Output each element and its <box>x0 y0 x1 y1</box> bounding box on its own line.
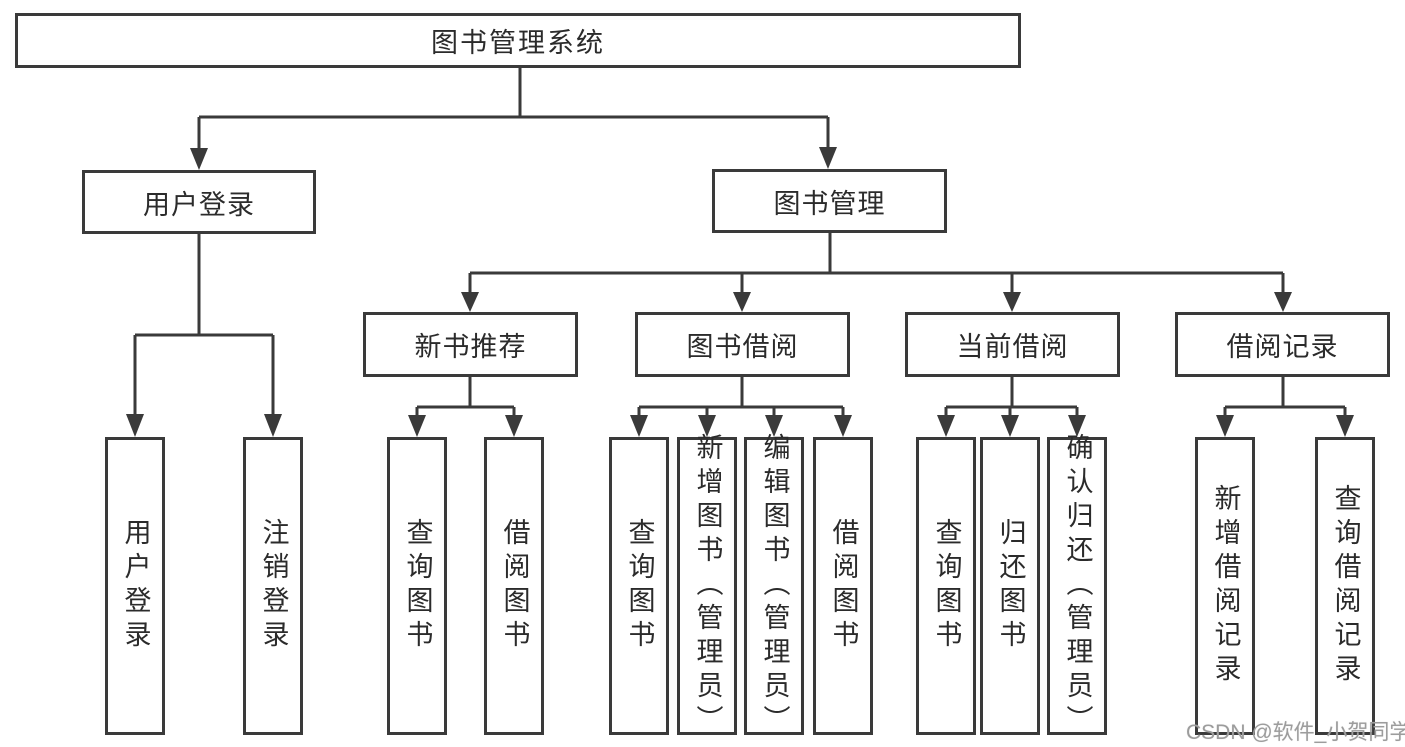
node-book-borrowing: 图书借阅 <box>635 312 850 377</box>
node-book-management-branch: 图书管理 <box>712 169 947 233</box>
leaf-query-books-current: 查询图书 <box>916 437 976 735</box>
leaf-edit-book-admin: 编辑图书（管理员） <box>744 433 804 739</box>
leaf-query-books-borrowing: 查询图书 <box>609 437 669 735</box>
leaf-borrow-books-recommend: 借阅图书 <box>484 437 544 735</box>
leaf-confirm-return-admin: 确认归还（管理员） <box>1047 433 1107 739</box>
leaf-user-login: 用户登录 <box>105 437 165 735</box>
node-library-management-system: 图书管理系统 <box>15 13 1021 68</box>
node-user-login-branch: 用户登录 <box>82 170 316 234</box>
node-current-borrowing: 当前借阅 <box>905 312 1120 377</box>
node-borrowing-records: 借阅记录 <box>1175 312 1390 377</box>
leaf-add-book-admin: 新增图书（管理员） <box>677 433 737 739</box>
node-new-book-recommend: 新书推荐 <box>363 312 578 377</box>
leaf-borrow-books-borrowing: 借阅图书 <box>813 437 873 735</box>
leaf-return-book: 归还图书 <box>980 437 1040 735</box>
leaf-query-borrow-record: 查询借阅记录 <box>1315 437 1375 735</box>
leaf-logout: 注销登录 <box>243 437 303 735</box>
leaf-add-borrow-record: 新增借阅记录 <box>1195 437 1255 735</box>
csdn-watermark: CSDN @软件_小贺同学 <box>1186 721 1405 744</box>
leaf-query-books-recommend: 查询图书 <box>387 437 447 735</box>
